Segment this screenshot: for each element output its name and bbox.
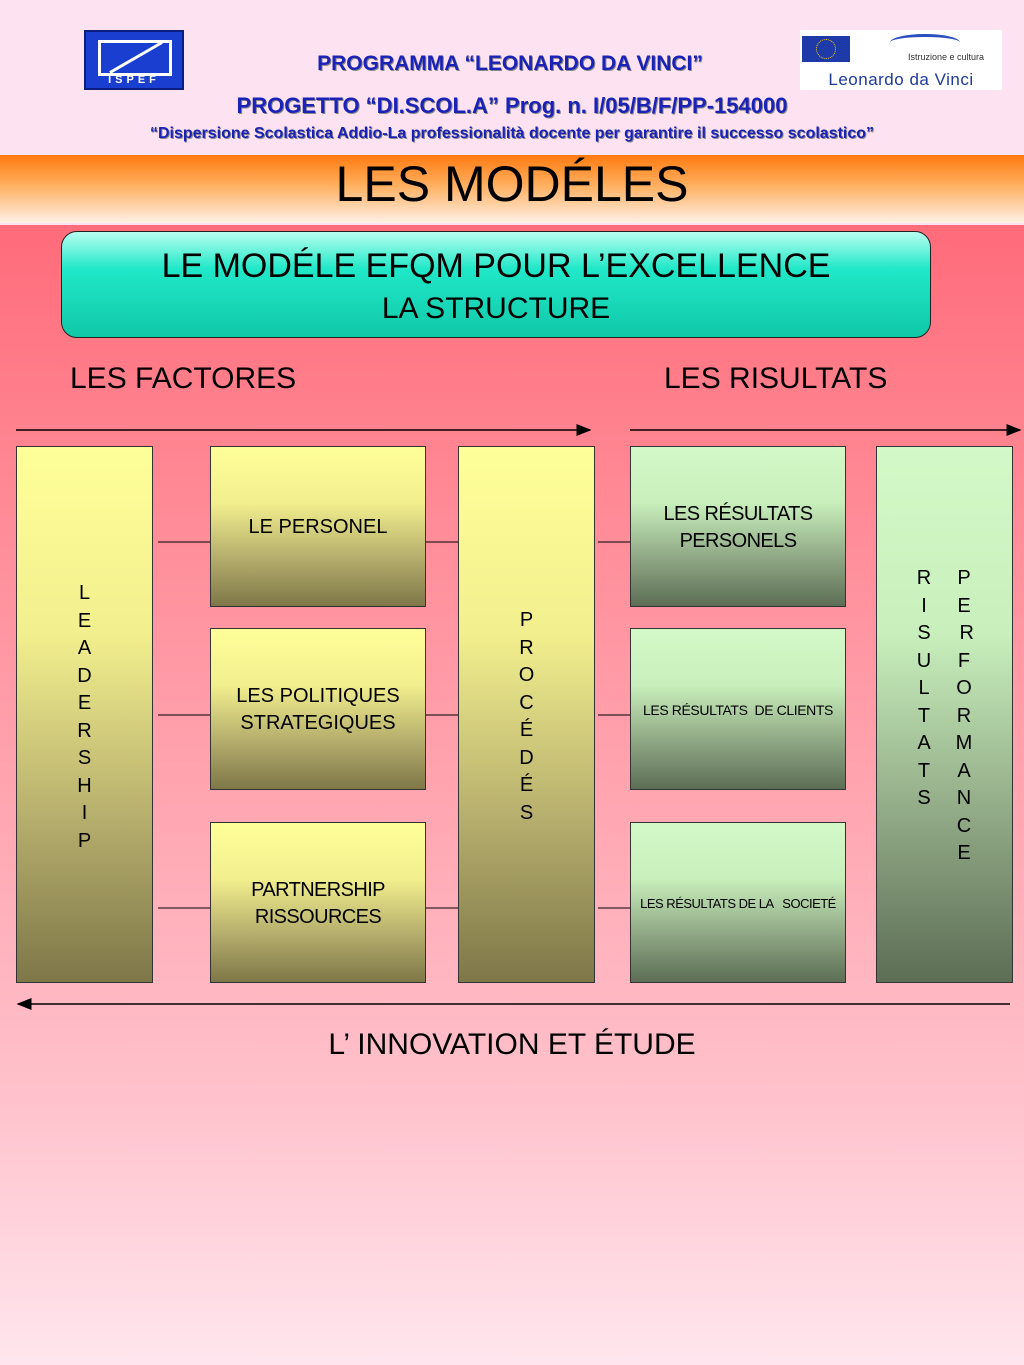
politiques-text: LES POLITIQUES STRATEGIQUES <box>236 685 400 734</box>
personel-box: LE PERSONEL <box>210 446 426 607</box>
model-banner: LE MODÉLE EFQM POUR L’EXCELLENCE LA STRU… <box>61 231 931 338</box>
risultats-performance-box: R I S U L T A T S P E R F O R M A N C E <box>876 446 1013 983</box>
res-societe-box: LES RÉSULTATS DE LA SOCIETÉ <box>630 822 846 983</box>
risultats-text: R I S U L T A T S <box>916 567 932 809</box>
programma-heading: PROGRAMMA “LEONARDO DA VINCI” <box>317 52 703 75</box>
partnership-text: PARTNERSHIP RISSOURCES <box>251 879 385 928</box>
ispef-logo-frame <box>98 40 172 76</box>
personel-text: LE PERSONEL <box>248 516 388 538</box>
leonardo-logo-text: Leonardo da Vinci <box>828 70 974 89</box>
innovation-label: L’ INNOVATION ET ÉTUDE <box>328 1028 696 1061</box>
model-title: LE MODÉLE EFQM POUR L’EXCELLENCE <box>161 247 831 285</box>
performance-text: P E R F O R M A N C E <box>955 567 974 864</box>
procedes-text: P R O C É D É S <box>518 609 535 824</box>
leonardo-logo: Istruzione e cultura Leonardo da Vinci <box>800 30 1002 90</box>
progetto-heading: PROGETTO “DI.SCOL.A” Prog. n. I/05/B/F/P… <box>236 93 788 118</box>
title-band <box>0 155 1024 223</box>
results-label: LES RISULTATS <box>664 362 888 395</box>
res-personels-text: LES RÉSULTATS PERSONELS <box>663 503 814 552</box>
res-clients-text: LES RÉSULTATS DE CLIENTS <box>643 702 833 718</box>
leadership-text: L E A D E R S H I P <box>77 582 92 852</box>
model-subtitle: LA STRUCTURE <box>381 292 611 325</box>
eu-flag-icon <box>802 36 850 62</box>
dispersione-subheading: “Dispersione Scolastica Addio-La profess… <box>149 125 875 142</box>
procedes-box: P R O C É D É S <box>458 446 595 983</box>
swoosh-icon <box>890 34 960 51</box>
res-personels-box: LES RÉSULTATS PERSONELS <box>630 446 846 607</box>
res-societe-text: LES RÉSULTATS DE LA SOCIETÉ <box>640 896 836 911</box>
page-title: LES MODÉLES <box>335 156 689 212</box>
res-clients-box: LES RÉSULTATS DE CLIENTS <box>630 628 846 790</box>
partnership-box: PARTNERSHIP RISSOURCES <box>210 822 426 983</box>
ispef-logo-text: ISPEF <box>108 74 160 86</box>
factors-label: LES FACTORES <box>70 362 297 395</box>
leonardo-logo-small-text: Istruzione e cultura <box>908 52 985 62</box>
leadership-box: L E A D E R S H I P <box>16 446 153 983</box>
politiques-box: LES POLITIQUES STRATEGIQUES <box>210 628 426 790</box>
ispef-logo: ISPEF <box>84 30 184 90</box>
